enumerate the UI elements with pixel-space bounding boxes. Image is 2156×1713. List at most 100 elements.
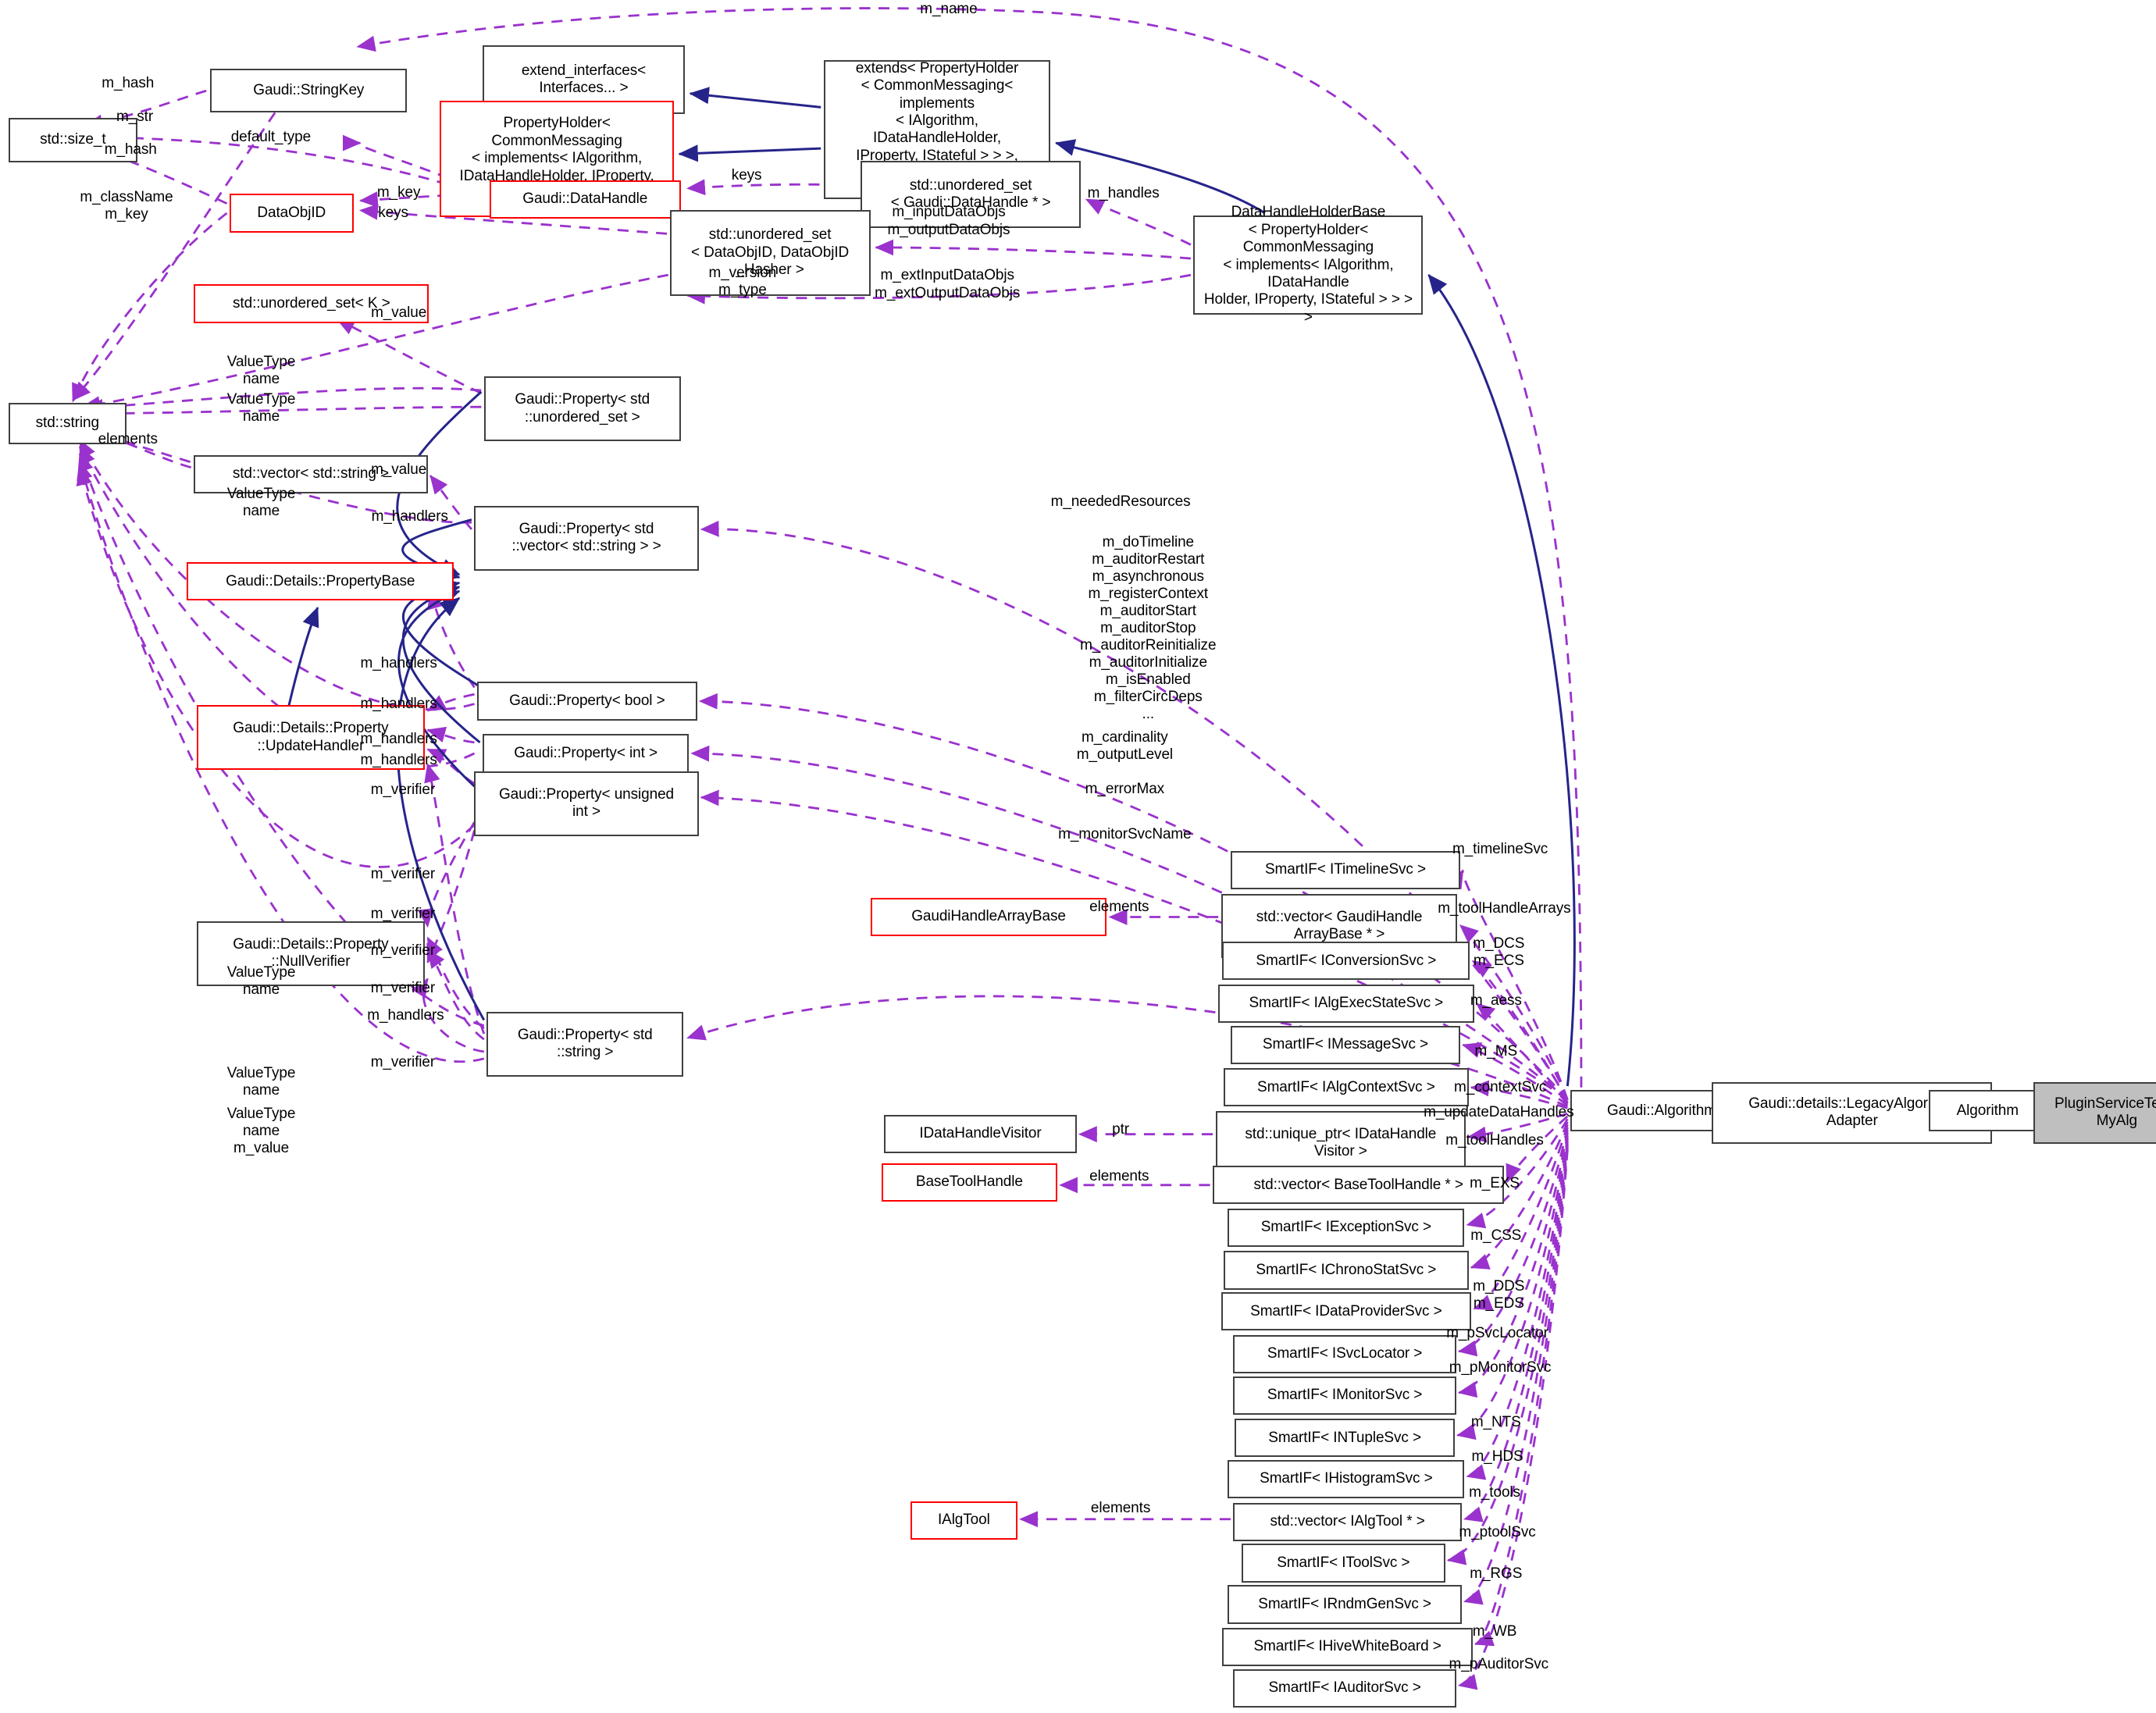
class-node-datahandleholderbase[interactable]: DataHandleHolderBase < PropertyHolder< C… [1193, 204, 1424, 326]
class-node-uset_datahandle[interactable]: std::unordered_set < Gaudi::DataHandle *… [861, 161, 1082, 229]
class-node-smartif_intuplesvc[interactable]: SmartIF< INTupleSvc > [1235, 1419, 1455, 1458]
edge-label-lbl_m_handlers_1: m_handlers [360, 655, 437, 672]
edge-label-lbl_m_hash_2: m_hash [104, 141, 157, 158]
class-node-pluginservicetest_myalg[interactable]: PluginServiceTest:: MyAlg [2033, 1081, 2156, 1144]
edge-label-lbl_m_monitorsvcname: m_monitorSvcName [1058, 825, 1192, 842]
class-node-prop_int[interactable]: Gaudi::Property< int > [483, 734, 690, 773]
class-node-vector_string[interactable]: std::vector< std::string > [194, 454, 428, 494]
edge-label-lbl_valuetype_name_2: ValueType name [226, 390, 296, 425]
edge-label-lbl_m_handlers_2: m_handlers [360, 695, 437, 712]
edge-label-lbl_m_handlers_3: m_handlers [360, 731, 437, 748]
edge-label-lbl_m_wb: m_WB [1472, 1623, 1517, 1640]
edge-label-lbl_bool_props: m_doTimeline m_auditorRestart m_asynchro… [1080, 533, 1217, 722]
edge-label-lbl_m_ext_input_output: m_extInputDataObjs m_extOutputDataObjs [875, 267, 1021, 301]
class-node-smartif_imessagesvc[interactable]: SmartIF< IMessageSvc > [1230, 1025, 1460, 1064]
class-node-nullverifier[interactable]: Gaudi::Details::Property ::NullVerifier [196, 921, 426, 986]
class-node-basetoolhandle[interactable]: BaseToolHandle [881, 1163, 1058, 1202]
edge-label-lbl_m_version_type: m_version m_type [708, 264, 777, 298]
edge-label-lbl_m_pmonitorsvc: m_pMonitorSvc [1449, 1359, 1552, 1376]
class-node-smartif_ihistogramsvc[interactable]: SmartIF< IHistogramSvc > [1228, 1460, 1465, 1499]
class-node-smartif_irndmgensvc[interactable]: SmartIF< IRndmGenSvc > [1228, 1585, 1462, 1624]
class-node-gaudihandlearraybase[interactable]: GaudiHandleArrayBase [870, 897, 1107, 937]
edge-label-lbl_elements_2: elements [1089, 899, 1149, 916]
class-node-propertybase[interactable]: Gaudi::Details::PropertyBase [187, 562, 454, 601]
class-node-smartif_ialgexecstatesvc[interactable]: SmartIF< IAlgExecStateSvc > [1218, 984, 1474, 1024]
class-node-prop_string[interactable]: Gaudi::Property< std ::string > [486, 1011, 684, 1077]
edge-label-lbl_m_hds: m_HDS [1471, 1448, 1523, 1465]
class-node-std_string[interactable]: std::string [8, 402, 127, 444]
edge-label-lbl_m_verifier_2: m_verifier [370, 905, 436, 922]
class-node-prop_uset[interactable]: Gaudi::Property< std ::unordered_set > [483, 376, 681, 442]
edge-label-lbl_m_verifier_1: m_verifier [370, 865, 436, 882]
class-node-prop_uint[interactable]: Gaudi::Property< unsigned int > [474, 771, 699, 836]
edge-label-lbl_valuetype_name_1: ValueType name [226, 354, 296, 388]
class-node-prop_bool[interactable]: Gaudi::Property< bool > [477, 682, 697, 721]
edge-label-lbl_m_verifier_3: m_verifier [370, 942, 436, 960]
class-node-ialgtool[interactable]: IAlgTool [910, 1501, 1018, 1540]
class-node-smartif_iexceptionsvc[interactable]: SmartIF< IExceptionSvc > [1228, 1208, 1465, 1248]
edge-label-lbl_m_value_1: m_value [371, 304, 427, 322]
class-node-std_size_t[interactable]: std::size_t [8, 118, 138, 162]
edge-label-lbl_m_verifier_0: m_verifier [370, 782, 436, 799]
edge-label-lbl_m_dds_eds: m_DDS m_EDS [1473, 1277, 1525, 1312]
edge-label-lbl_valuetype_name_5: ValueType name [226, 1064, 296, 1099]
edge-label-lbl_m_ptoolsvc: m_ptoolSvc [1459, 1524, 1536, 1541]
edge-label-lbl_m_errormax: m_errorMax [1085, 780, 1165, 797]
edge-label-lbl_m_toolhandlearrays: m_toolHandleArrays [1438, 899, 1571, 917]
class-node-smartif_isvclocator[interactable]: SmartIF< ISvcLocator > [1233, 1334, 1456, 1374]
class-node-dataobjid[interactable]: DataObjID [230, 194, 354, 233]
class-node-prop_vector_string[interactable]: Gaudi::Property< std ::vector< std::stri… [474, 505, 699, 571]
edge-label-lbl_m_handles: m_handles [1087, 185, 1160, 202]
class-node-smartif_idataprovidersvc[interactable]: SmartIF< IDataProviderSvc > [1221, 1292, 1472, 1331]
class-node-uset_dataobjid[interactable]: std::unordered_set < DataObjID, DataObjI… [669, 210, 871, 296]
edge-label-lbl_m_aess: m_aess [1470, 992, 1522, 1009]
edge-label-lbl_keys_2: keys [731, 167, 762, 184]
class-node-smartif_ichronostatsvc[interactable]: SmartIF< IChronoStatSvc > [1224, 1251, 1469, 1290]
edge-label-lbl_m_str: m_str [116, 108, 154, 125]
class-node-idatahandlevisitor[interactable]: IDataHandleVisitor [884, 1115, 1077, 1154]
edge-label-lbl_valuetype_name_3: ValueType name [226, 486, 296, 520]
edge-label-lbl_default_type: default_type [230, 129, 312, 146]
edge-label-lbl_m_timelinesvc: m_timelineSvc [1452, 841, 1548, 858]
class-node-smartif_imonitorsvc[interactable]: SmartIF< IMonitorSvc > [1233, 1376, 1456, 1415]
edge-label-lbl_m_neededresources: m_neededResources [1050, 493, 1191, 510]
class-node-vector_ialgtool[interactable]: std::vector< IAlgTool * > [1233, 1502, 1462, 1541]
class-node-smartif_ihivewhiteboard[interactable]: SmartIF< IHiveWhiteBoard > [1222, 1627, 1473, 1667]
edge-label-lbl_elements_1: elements [98, 431, 158, 448]
class-node-gaudi_datahandle[interactable]: Gaudi::DataHandle [489, 180, 681, 219]
edge-label-lbl_ptr: ptr [1112, 1121, 1130, 1138]
edge-label-lbl_m_handlers_4: m_handlers [360, 751, 437, 768]
class-node-uniqueptr_idatahandlevisitor[interactable]: std::unique_ptr< IDataHandle Visitor > [1215, 1110, 1466, 1176]
class-node-smartif_iconversionsvc[interactable]: SmartIF< IConversionSvc > [1222, 942, 1470, 981]
edge-label-lbl_elements_3: elements [1089, 1168, 1149, 1185]
edge-label-lbl_m_input_output: m_inputDataObjs m_outputDataObjs [887, 204, 1010, 238]
edge-label-lbl_valuetype_name_6: ValueType name m_value [226, 1106, 296, 1157]
edge-label-lbl_m_updatedatahandles: m_updateDataHandles [1424, 1103, 1574, 1120]
class-node-updatehandler[interactable]: Gaudi::Details::Property ::UpdateHandler [196, 705, 426, 771]
class-node-algorithm[interactable]: Algorithm [1929, 1090, 2047, 1132]
class-node-smartif_itimelinesvc[interactable]: SmartIF< ITimelineSvc > [1230, 850, 1460, 890]
edge-label-lbl_m_handlers_5: m_handlers [367, 1007, 444, 1024]
edge-label-lbl_m_hash_1: m_hash [102, 75, 155, 92]
edge-label-lbl_elements_4: elements [1090, 1499, 1151, 1516]
edge-label-lbl_m_exs: m_EXS [1470, 1175, 1520, 1192]
edge-label-lbl_m_handlers_0: m_handlers [371, 508, 448, 525]
class-node-smartif_ialgcontextsvc[interactable]: SmartIF< IAlgContextSvc > [1224, 1068, 1469, 1107]
edge-label-lbl_m_key_1: m_key [376, 183, 421, 201]
class-node-smartif_iauditorsvc[interactable]: SmartIF< IAuditorSvc > [1233, 1668, 1456, 1708]
class-node-uset_k[interactable]: std::unordered_set< K > [194, 284, 429, 323]
edge-label-lbl_m_dcs_ecs: m_DCS m_ECS [1473, 935, 1525, 970]
edge-label-lbl_m_pauditorsvc: m_pAuditorSvc [1449, 1656, 1549, 1673]
edge-label-lbl_m_contextsvc: m_contextSvc [1454, 1078, 1547, 1095]
class-node-smartif_itoolsvc[interactable]: SmartIF< IToolSvc > [1242, 1544, 1445, 1583]
edge-label-lbl_m_classname: m_className m_key [80, 189, 173, 223]
edge-label-lbl_m_value_2: m_value [371, 461, 427, 479]
edge-label-lbl_m_verifier_5: m_verifier [370, 1054, 436, 1071]
class-node-vector_basetoolhandle[interactable]: std::vector< BaseToolHandle * > [1213, 1166, 1505, 1205]
edge-label-lbl_valuetype_name_4: ValueType name [226, 964, 296, 999]
edge-label-lbl_m_tools: m_tools [1469, 1484, 1520, 1501]
edge-label-lbl_m_nts: m_NTS [1470, 1414, 1521, 1431]
class-node-gaudi_stringkey[interactable]: Gaudi::StringKey [210, 69, 408, 113]
